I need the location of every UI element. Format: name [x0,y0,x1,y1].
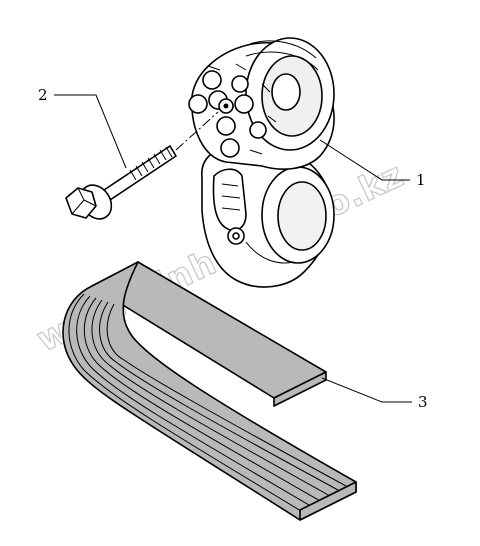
callout-3: 3 [321,377,428,411]
callout-2: 2 [38,86,127,169]
callout-label-3: 3 [418,393,428,411]
callout-1: 1 [319,139,426,189]
belt-tensioner-icon [188,37,335,288]
callout-label-2: 2 [38,86,48,104]
flange-bolt-icon [65,111,219,220]
poly-v-belt-icon [62,261,357,521]
callout-label-1: 1 [416,171,426,189]
